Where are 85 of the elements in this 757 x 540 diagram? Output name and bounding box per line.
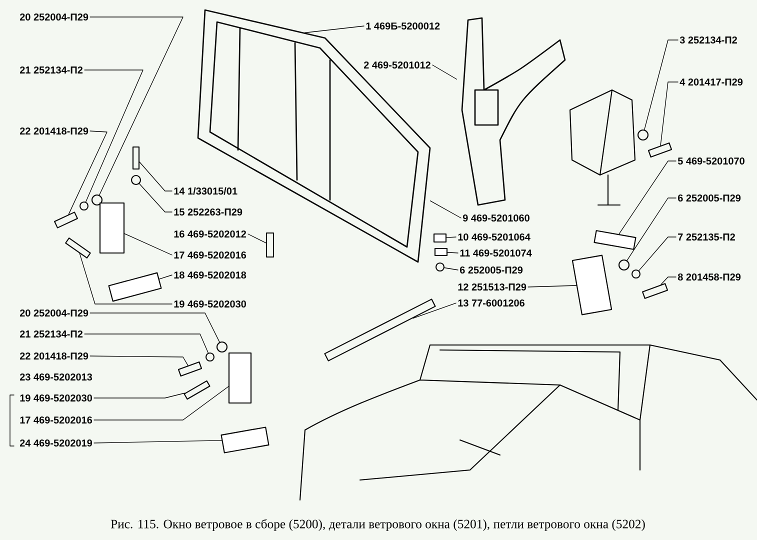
leader-line	[94, 392, 185, 398]
callout-label: 21 252134-П2	[20, 330, 83, 338]
callout-label: 5 469-5201070	[678, 157, 744, 165]
hinge-plate	[220, 426, 270, 454]
washer	[79, 201, 89, 211]
leader-line	[432, 64, 458, 80]
leader-line	[528, 285, 577, 288]
leader-line	[79, 253, 172, 304]
callout-label: 17 469-5202016	[20, 416, 92, 424]
callout-label: 11 469-5201074	[460, 249, 532, 257]
callout-label: 13 77-6001206	[458, 299, 524, 307]
callout-label: 4 201417-П29	[680, 78, 743, 86]
callout-label: 22 201418-П29	[20, 352, 88, 360]
bolt	[132, 146, 140, 170]
callout-label: 6 252005-П29	[678, 194, 741, 202]
bolt	[324, 298, 436, 362]
callout-label: 3 252134-П2	[680, 36, 737, 44]
callout-label: 24 469-5202019	[20, 439, 92, 447]
leader-line	[94, 440, 222, 444]
callout-label: 1 469Б-5200012	[366, 22, 440, 30]
leader-line	[447, 252, 458, 254]
bolt	[184, 380, 210, 400]
callout-label: 20 252004-П29	[20, 309, 88, 317]
leader-line	[430, 200, 462, 218]
hinge-plate	[108, 272, 162, 302]
hinge-plate	[99, 202, 125, 254]
leader-line	[304, 26, 364, 34]
callout-label: 16 469-5202012	[174, 230, 246, 238]
callout-label: 18 469-5202018	[174, 271, 246, 279]
callout-label: 14 1/33015/01	[174, 187, 238, 195]
washer	[631, 269, 641, 279]
callout-label: 19 469-5202030	[20, 394, 92, 402]
callout-label: 10 469-5201064	[458, 233, 530, 241]
callout-label: 12 251513-П29	[458, 283, 526, 291]
hinge-plate	[594, 230, 636, 250]
hinge-plate	[228, 352, 252, 404]
bolt	[642, 283, 668, 299]
callout-label: 8 201458-П29	[678, 273, 741, 281]
washer	[205, 352, 215, 362]
leader-line	[90, 356, 188, 366]
hinge-plate	[572, 254, 612, 316]
callout-label: 7 252135-П2	[678, 233, 735, 241]
bolt	[178, 361, 202, 377]
leader-line	[626, 198, 676, 261]
leader-line	[660, 276, 676, 285]
leader-line	[139, 183, 172, 212]
leader-line	[90, 16, 184, 196]
callout-label: 6 252005-П29	[460, 266, 523, 274]
hinge-plate	[434, 248, 448, 256]
callout-label: 9 469-5201060	[462, 214, 530, 222]
leader-line	[444, 267, 458, 270]
leader-line	[618, 160, 676, 234]
callout-label: 20 252004-П29	[20, 13, 88, 21]
callout-label: 21 252134-П2	[20, 66, 83, 74]
callout-label: 23 469-5202013	[20, 373, 92, 381]
leader-line	[68, 130, 108, 215]
pillar-drawing	[461, 17, 566, 206]
leader-line	[139, 162, 172, 192]
leader-line	[412, 302, 456, 319]
callout-label: 17 469-5202016	[174, 251, 246, 259]
bolt	[65, 238, 91, 258]
leader-line	[644, 40, 678, 130]
washer	[637, 129, 649, 141]
leader-line	[94, 386, 229, 420]
washer	[216, 341, 228, 353]
washer	[91, 194, 103, 206]
leader-line	[90, 312, 220, 342]
bolt	[54, 212, 78, 228]
leader-line	[84, 70, 144, 202]
leader-line	[84, 334, 209, 354]
caption: Рис. 115. Окно ветровое в сборе (5200), детали ветрового окна (5201), петли ветрового окна (5202)	[110, 519, 645, 531]
leader-line	[124, 233, 172, 256]
hinge-plate	[433, 233, 447, 243]
leader-line	[446, 236, 456, 238]
leader-line	[660, 82, 678, 146]
bolt	[648, 142, 672, 158]
callout-label: 15 252263-П29	[174, 208, 242, 216]
callout-label: 19 469-5202030	[174, 300, 246, 308]
leader-line	[638, 236, 676, 271]
washer	[435, 262, 445, 272]
leader-line	[248, 234, 266, 244]
callout-label: 22 201418-П29	[20, 127, 88, 135]
washer	[618, 259, 630, 271]
leader-line	[159, 274, 172, 280]
washer	[130, 174, 142, 186]
